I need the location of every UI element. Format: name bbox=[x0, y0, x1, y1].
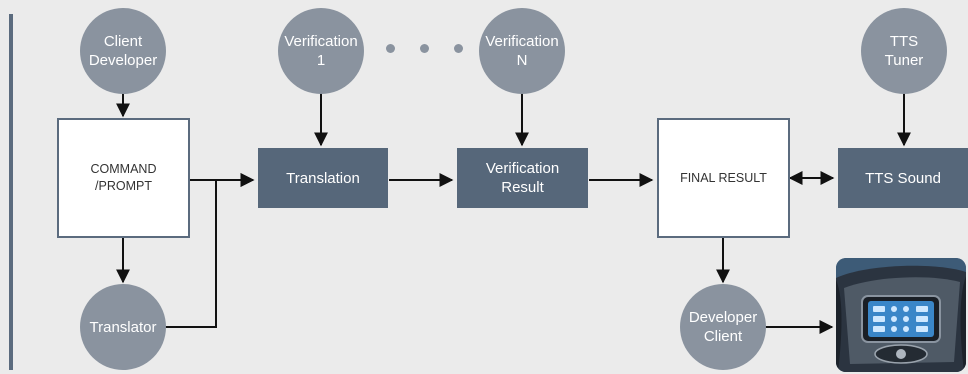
node-translator: Translator bbox=[80, 284, 166, 370]
ellipsis-dot bbox=[420, 44, 429, 53]
car-dashboard-illustration bbox=[836, 258, 966, 372]
car-infotainment-photo bbox=[836, 258, 966, 372]
node-verification-1: Verification 1 bbox=[278, 8, 364, 94]
box-final-result: FINAL RESULT bbox=[657, 118, 790, 238]
box-translation: Translation bbox=[258, 148, 388, 208]
ellipsis-dot bbox=[386, 44, 395, 53]
box-command-prompt: COMMAND /PROMPT bbox=[57, 118, 190, 238]
box-verification-result: Verification Result bbox=[457, 148, 588, 208]
ellipsis-dot bbox=[454, 44, 463, 53]
node-tts-tuner: TTS Tuner bbox=[861, 8, 947, 94]
node-verification-n: Verification N bbox=[479, 8, 565, 94]
box-tts-sound: TTS Sound bbox=[838, 148, 968, 208]
node-developer-client: Developer Client bbox=[680, 284, 766, 370]
node-client-developer: Client Developer bbox=[80, 8, 166, 94]
left-accent-bar bbox=[9, 14, 13, 370]
